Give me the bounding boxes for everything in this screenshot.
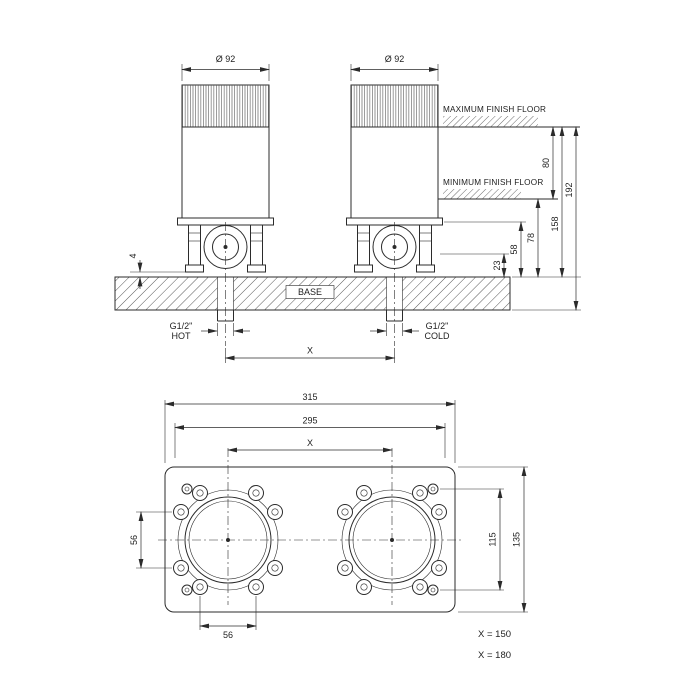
plate-corner-holes [181,483,439,596]
dim-label-78: 78 [526,233,536,243]
dim-label-x-front: X [307,346,313,356]
hot-connection: G1/2" HOT [170,321,250,341]
max-finish-floor: MAXIMUM FINISH FLOOR [438,105,580,128]
dim-label-192: 192 [564,182,574,197]
dim-label-23: 23 [492,260,502,270]
dim-label-4: 4 [128,253,138,258]
base-label: BASE [298,287,322,297]
hot-label: HOT [172,331,192,341]
min-finish-floor-label: MINIMUM FINISH FLOOR [443,178,543,187]
min-finish-floor: MINIMUM FINISH FLOOR [438,178,558,200]
mounting-plate [164,466,456,613]
right-diameter-label: Ø 92 [385,54,405,64]
cold-thread-label: G1/2" [426,321,449,331]
cold-connection: G1/2" COLD [370,321,450,341]
hot-thread-label: G1/2" [170,321,193,331]
front-view: BASE Ø 92 Ø 92 MAXIMUM FINISH FLOOR MINI… [114,54,581,363]
dim-label-56-bottom: 56 [223,630,233,640]
dim-label-58: 58 [509,244,519,254]
plan-view: 315 295 X 115 135 56 [129,392,528,640]
dim-label-115: 115 [488,532,498,546]
dim-label-80: 80 [541,158,551,168]
cold-label: COLD [424,331,450,341]
dim-label-158: 158 [550,216,560,231]
dim-label-315: 315 [302,392,317,402]
plate-thickness-dimension: 4 [128,253,203,289]
max-finish-floor-label: MAXIMUM FINISH FLOOR [443,105,546,114]
height-dimensions: 23 58 78 80 158 192 [440,126,581,311]
plan-dimensions: 315 295 X 115 135 56 [129,392,528,640]
dim-label-295: 295 [302,416,317,426]
note-x-180: X = 180 [478,650,511,661]
diameter-dimensions: Ø 92 Ø 92 [181,54,439,81]
dim-label-135: 135 [512,532,522,547]
dim-label-56-left: 56 [129,535,139,545]
note-x-150: X = 150 [478,629,511,640]
base-slab: BASE [114,221,511,347]
x-dimension-front: X [224,346,396,363]
left-diameter-label: Ø 92 [216,54,236,64]
notes: X = 150 X = 180 [478,629,511,661]
dim-label-x-plan: X [307,438,313,448]
